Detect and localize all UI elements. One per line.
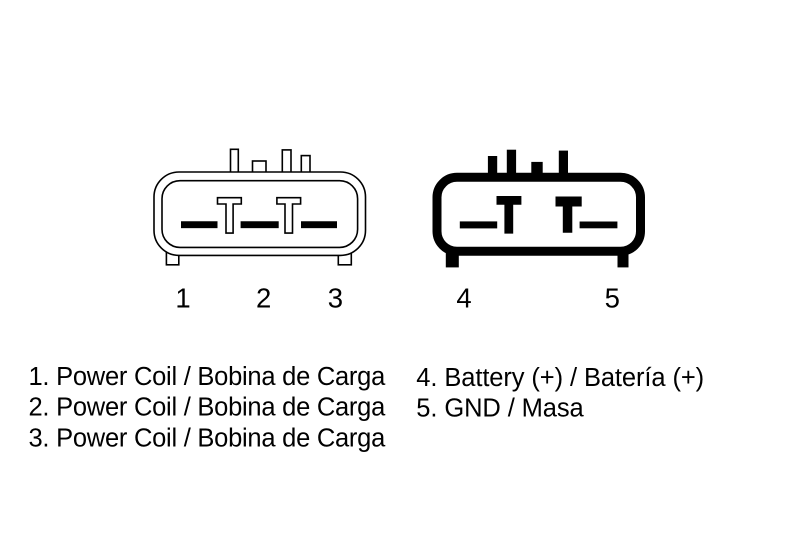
svg-text:2: 2 — [256, 283, 271, 314]
svg-text:1: 1 — [175, 283, 190, 314]
svg-text:5. GND / Masa: 5. GND / Masa — [416, 395, 584, 423]
svg-text:2. Power Coil / Bobina de Carg: 2. Power Coil / Bobina de Carga — [29, 394, 387, 422]
svg-text:4: 4 — [456, 283, 471, 314]
svg-text:1. Power Coil / Bobina de Carg: 1. Power Coil / Bobina de Carga — [29, 363, 387, 391]
svg-text:4. Battery (+) / Batería (+): 4. Battery (+) / Batería (+) — [416, 364, 704, 392]
svg-text:3. Power Coil / Bobina de Carg: 3. Power Coil / Bobina de Carga — [29, 425, 387, 453]
svg-text:3: 3 — [328, 283, 343, 314]
svg-text:5: 5 — [605, 283, 620, 314]
